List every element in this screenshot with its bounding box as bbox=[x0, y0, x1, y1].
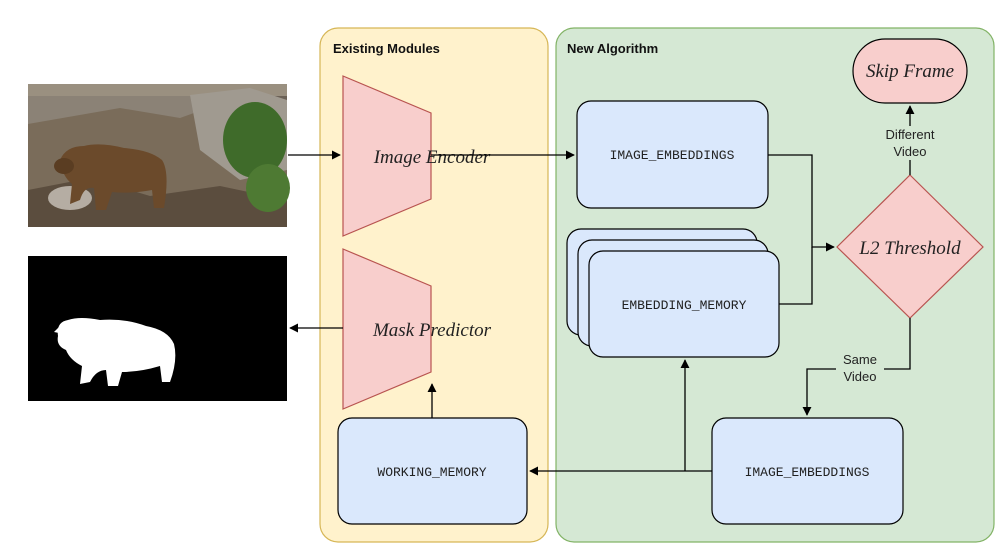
working-memory-label: WORKING_MEMORY bbox=[377, 465, 486, 480]
edge-embeddings-to-threshold bbox=[768, 154, 835, 252]
edge-label-different: Different bbox=[886, 127, 935, 142]
l2-threshold-label: L2 Threshold bbox=[858, 238, 961, 259]
edge-label-same: Same bbox=[843, 352, 877, 367]
image-encoder-label: Image Encoder bbox=[373, 147, 491, 168]
mask-predictor-node bbox=[342, 248, 432, 410]
embedding-memory-label: EMBEDDING_MEMORY bbox=[622, 298, 747, 313]
image-embeddings-top-label: IMAGE_EMBEDDINGS bbox=[610, 148, 735, 163]
input-bear-photo bbox=[28, 84, 290, 227]
existing-modules-title: Existing Modules bbox=[333, 41, 440, 56]
image-embeddings-bottom-label: IMAGE_EMBEDDINGS bbox=[745, 465, 870, 480]
skip-frame-label: Skip Frame bbox=[866, 61, 954, 82]
new-algorithm-title: New Algorithm bbox=[567, 41, 658, 56]
edge-memory-to-threshold bbox=[779, 247, 813, 305]
mask-predictor-label: Mask Predictor bbox=[372, 320, 492, 341]
embedding-memory-stack bbox=[566, 228, 780, 358]
edge-label-different-video: Video bbox=[893, 144, 926, 159]
skip-frame-node bbox=[852, 38, 968, 104]
image-encoder-node bbox=[342, 75, 432, 237]
output-bear-mask bbox=[28, 256, 287, 401]
edge-label-same-video: Video bbox=[843, 369, 876, 384]
